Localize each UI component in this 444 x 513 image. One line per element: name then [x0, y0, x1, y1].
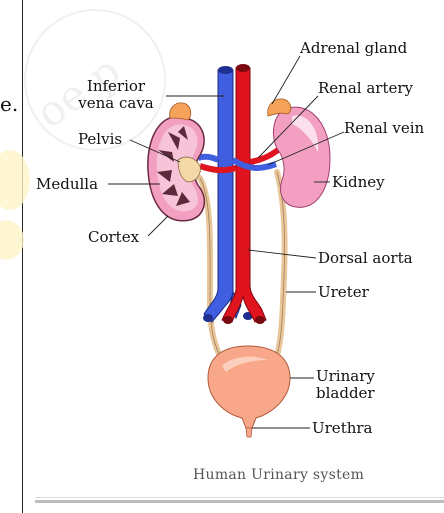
label-kidney: Kidney — [332, 174, 385, 191]
label-dorsal-aorta: Dorsal aorta — [318, 250, 413, 267]
urinary-bladder — [208, 346, 290, 428]
label-ureter: Ureter — [318, 284, 369, 301]
caption-divider — [35, 497, 444, 498]
label-ivc-line2: vena cava — [66, 95, 166, 112]
right-adrenal-gland — [268, 99, 291, 116]
urethra — [246, 428, 252, 437]
label-urethra: Urethra — [312, 420, 373, 437]
label-inferior-vena-cava: Inferior vena cava — [66, 78, 166, 112]
label-bladder-line2: bladder — [316, 385, 375, 402]
label-ivc-line1: Inferior — [66, 78, 166, 95]
label-renal-vein: Renal vein — [344, 120, 444, 137]
leader-adrenal — [272, 56, 300, 104]
label-adrenal-gland: Adrenal gland — [300, 40, 407, 57]
label-renal-artery: Renal artery — [318, 80, 413, 97]
label-urinary-bladder: Urinary bladder — [316, 368, 375, 402]
frame-border-bottom — [35, 500, 444, 503]
leader-cortex — [148, 216, 168, 236]
left-kidney-section — [148, 117, 205, 221]
left-adrenal-gland — [170, 103, 191, 120]
label-bladder-line1: Urinary — [316, 368, 375, 385]
label-medulla: Medulla — [36, 176, 98, 193]
left-renal-vein — [198, 157, 218, 160]
label-cortex: Cortex — [88, 229, 139, 246]
right-kidney — [273, 107, 330, 207]
figure-caption: Human Urinary system — [193, 467, 364, 483]
label-pelvis: Pelvis — [78, 131, 122, 148]
